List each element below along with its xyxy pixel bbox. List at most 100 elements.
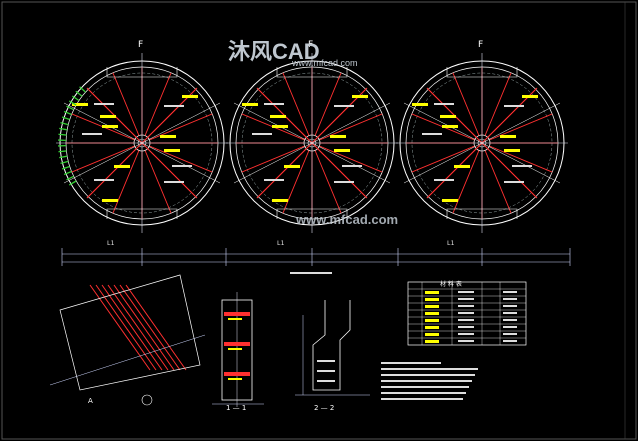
green-hatch xyxy=(79,86,86,93)
annotation-text xyxy=(164,105,184,107)
radial-rebar xyxy=(71,145,135,173)
circle-top-label: F xyxy=(478,40,483,50)
section-2-text xyxy=(317,380,335,382)
radial-rebar xyxy=(319,145,383,173)
circle-top-label: F xyxy=(308,40,313,50)
table-cell-text xyxy=(458,326,474,328)
section-1-tag xyxy=(228,318,242,320)
note-line xyxy=(381,398,463,400)
detail-a-rebar xyxy=(101,284,163,371)
table-cell-text xyxy=(425,305,439,308)
rebar-tag xyxy=(352,95,368,98)
green-hatch xyxy=(59,155,68,159)
section-1-rebar xyxy=(224,372,250,376)
table-cell-text xyxy=(503,326,517,328)
table-cell-text xyxy=(458,298,474,300)
rebar-tag xyxy=(242,103,258,106)
bottom-bracket xyxy=(446,208,518,219)
annotation-text xyxy=(334,105,354,107)
radial-rebar xyxy=(319,113,383,141)
green-hatch xyxy=(66,175,74,181)
detail-a-outline xyxy=(59,274,201,391)
table-cell-text xyxy=(503,319,517,321)
rebar-tag xyxy=(72,103,88,106)
note-line xyxy=(381,392,466,394)
radial-rebar xyxy=(112,72,140,136)
rebar-tag xyxy=(454,165,470,168)
annotation-text xyxy=(82,133,102,135)
radial-rebar xyxy=(484,150,512,214)
circle-top-label: F xyxy=(138,40,143,50)
section-2-text xyxy=(317,360,335,362)
rebar-tag xyxy=(442,199,458,202)
watermark-logo: 沐风CAD xyxy=(228,34,320,66)
annotation-text xyxy=(94,179,114,181)
table-cell-text xyxy=(425,319,439,322)
table-cell-text xyxy=(503,291,517,293)
annotation-text xyxy=(334,181,354,183)
section-1-rebar xyxy=(224,312,250,316)
section-1-tag xyxy=(228,378,242,380)
green-hatch xyxy=(58,133,67,136)
annotation-text xyxy=(434,179,454,181)
radial-rebar xyxy=(489,113,553,141)
green-hatch xyxy=(61,116,70,121)
radial-rebar xyxy=(452,72,480,136)
radial-rebar xyxy=(144,72,172,136)
annotation-text xyxy=(504,105,524,107)
rebar-tag xyxy=(330,135,346,138)
green-hatch xyxy=(58,150,67,153)
radial-rebar xyxy=(411,145,475,173)
detail-a-marker xyxy=(141,394,153,406)
green-hatch xyxy=(75,90,83,97)
detail-a-rebar xyxy=(89,284,151,371)
table-cell-text xyxy=(458,340,474,342)
radial-rebar xyxy=(282,150,310,214)
table-cell-text xyxy=(425,312,439,315)
section-2-profile xyxy=(312,300,351,391)
circle-side-label: L1 xyxy=(447,240,455,247)
rebar-tag xyxy=(500,135,516,138)
table-cell-text xyxy=(503,340,517,342)
table-title: 材 料 表 xyxy=(440,281,462,288)
bottom-bracket xyxy=(106,208,178,219)
rebar-tag xyxy=(114,165,130,168)
rebar-tag xyxy=(100,115,116,118)
green-hatch xyxy=(71,95,80,102)
circle-side-label: L1 xyxy=(277,240,285,247)
radial-rebar xyxy=(241,145,305,173)
annotation-text xyxy=(504,181,524,183)
radial-rebar xyxy=(314,150,342,214)
radial-rebar xyxy=(452,150,480,214)
green-hatch xyxy=(61,165,70,170)
rebar-tag xyxy=(270,115,286,118)
watermark-mid: www.mfcad.com xyxy=(296,212,399,227)
rebar-tag xyxy=(522,95,538,98)
annotation-text xyxy=(512,165,532,167)
table-cell-text xyxy=(425,291,439,294)
top-bracket xyxy=(276,67,348,78)
detail-a-rebar xyxy=(125,284,187,371)
radial-rebar xyxy=(484,72,512,136)
radial-rebar xyxy=(112,150,140,214)
note-line xyxy=(381,386,469,388)
table-cell-text xyxy=(458,312,474,314)
annotation-text xyxy=(252,133,272,135)
detail-a-rebar xyxy=(119,284,181,371)
note-line xyxy=(381,380,472,382)
radial-rebar xyxy=(144,150,172,214)
note-line xyxy=(381,368,478,370)
table-frame xyxy=(407,281,527,346)
table-cell-text xyxy=(458,305,474,307)
green-hatch xyxy=(60,160,69,164)
rebar-tag xyxy=(412,103,428,106)
table-cell-text xyxy=(425,340,439,343)
detail-a-rebar xyxy=(113,284,175,371)
green-hatch xyxy=(66,105,74,111)
tie-line xyxy=(233,102,391,184)
table-cell-text xyxy=(425,333,439,336)
green-hatch xyxy=(63,110,72,116)
